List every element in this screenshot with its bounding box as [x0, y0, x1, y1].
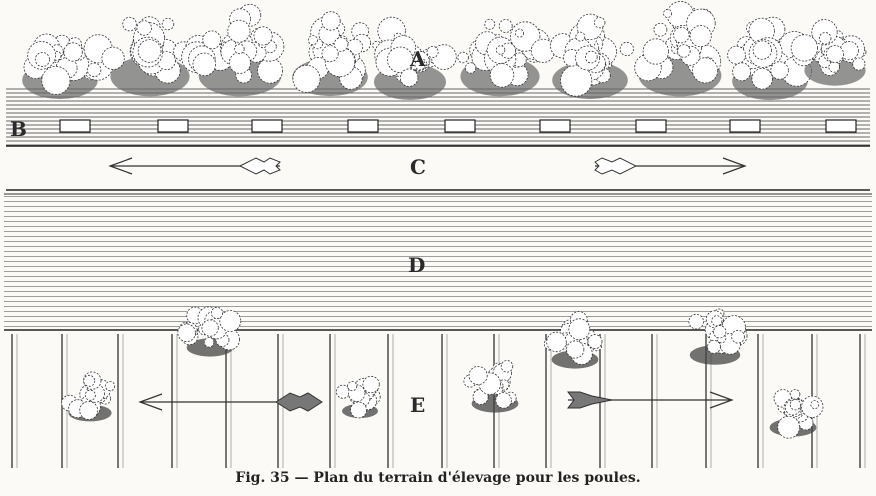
- tree-row-a: [22, 0, 867, 101]
- tree: [550, 13, 634, 97]
- bush: [335, 375, 381, 419]
- bush: [773, 389, 824, 439]
- label-a: A: [409, 47, 426, 71]
- label-c: C: [410, 155, 426, 179]
- label-d: D: [408, 253, 425, 277]
- band-c-path: [6, 157, 870, 191]
- arrow-right-e: [567, 391, 734, 409]
- bush: [543, 311, 603, 365]
- figure-caption: Fig. 35 — Plan du terrain d'élevage pour…: [235, 470, 641, 486]
- nest-box: [729, 119, 761, 133]
- band-b: [6, 88, 870, 147]
- arrow-right-c: [594, 157, 747, 175]
- bush-group-e: [61, 306, 824, 439]
- nest-box: [444, 119, 476, 133]
- tree: [23, 33, 114, 96]
- bush: [61, 371, 116, 420]
- nest-box: [635, 119, 667, 133]
- bush: [177, 306, 242, 351]
- arrow-left-c: [108, 157, 281, 175]
- band-d-field: [4, 193, 872, 331]
- bush: [688, 308, 748, 355]
- tree: [181, 3, 285, 84]
- nest-box: [157, 119, 189, 133]
- nest-box: [825, 119, 857, 133]
- nest-box: [539, 119, 571, 133]
- label-e: E: [410, 393, 425, 417]
- arrow-left-e: [138, 392, 323, 412]
- bush: [463, 360, 517, 409]
- tree: [292, 11, 372, 93]
- label-b: B: [10, 117, 27, 141]
- nest-box: [347, 119, 379, 133]
- nest-box: [251, 119, 283, 133]
- nest-boxes: [59, 119, 857, 133]
- nest-box: [59, 119, 91, 133]
- tree: [457, 18, 556, 88]
- tree: [634, 0, 722, 84]
- tree: [372, 16, 457, 87]
- tree: [727, 16, 812, 90]
- tree: [790, 19, 867, 76]
